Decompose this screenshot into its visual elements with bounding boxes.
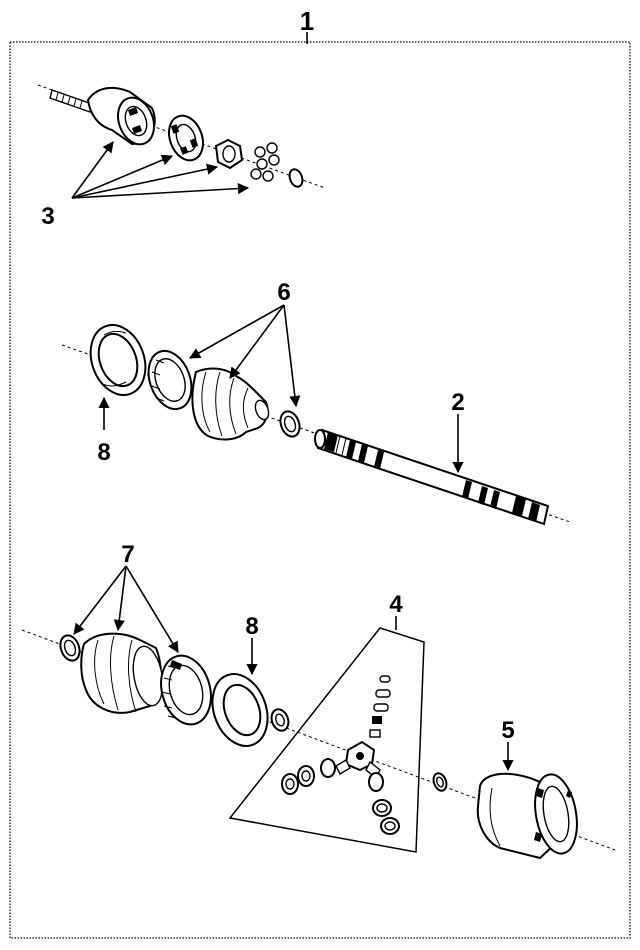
callout-3-arrows	[71, 141, 250, 199]
outer-boot-small-clamp	[279, 410, 301, 438]
axle-shaft	[314, 428, 550, 526]
callout-5-label: 5	[501, 717, 514, 744]
inner-joint-snap-ring	[432, 772, 448, 792]
callout-2-label: 2	[451, 389, 464, 416]
outer-cv-joint-group	[37, 84, 326, 199]
inner-cv-boot	[80, 632, 164, 714]
inner-damper-ring	[211, 673, 269, 747]
assembly-frame	[9, 41, 631, 939]
outer-joint-housing	[86, 86, 156, 146]
inner-joint-seal-ring	[270, 708, 290, 732]
callout-3-label: 3	[41, 203, 54, 230]
callout-7-label: 7	[121, 541, 134, 568]
outer-boot-large-clamp	[147, 349, 193, 411]
callout-6-arrows	[189, 304, 301, 408]
callout-8-lower-label: 8	[245, 613, 258, 640]
outer-joint-inner-race	[214, 138, 244, 170]
inner-joint-housing	[476, 772, 578, 860]
callout-1-label: 1	[300, 6, 314, 36]
callout-4-label: 4	[389, 591, 403, 618]
outer-joint-cage	[168, 114, 204, 162]
inner-boot-large-clamp	[160, 654, 212, 726]
outer-joint-balls	[250, 142, 280, 182]
callout-6-label: 6	[277, 279, 290, 306]
outer-joint-snap-ring	[288, 168, 304, 188]
outer-joint-stub-shaft	[49, 89, 93, 113]
outer-damper-ring	[89, 324, 147, 396]
callout-8-upper-label: 8	[97, 439, 110, 466]
callout-7-arrows	[73, 565, 179, 653]
tripod-kit-parts	[281, 675, 400, 835]
shaft-and-outer-boot-group	[61, 304, 571, 526]
tripod-detail-frame	[228, 627, 425, 853]
inner-joint-group	[21, 565, 616, 860]
outer-cv-boot	[191, 367, 270, 441]
inner-boot-small-clamp	[59, 634, 81, 662]
